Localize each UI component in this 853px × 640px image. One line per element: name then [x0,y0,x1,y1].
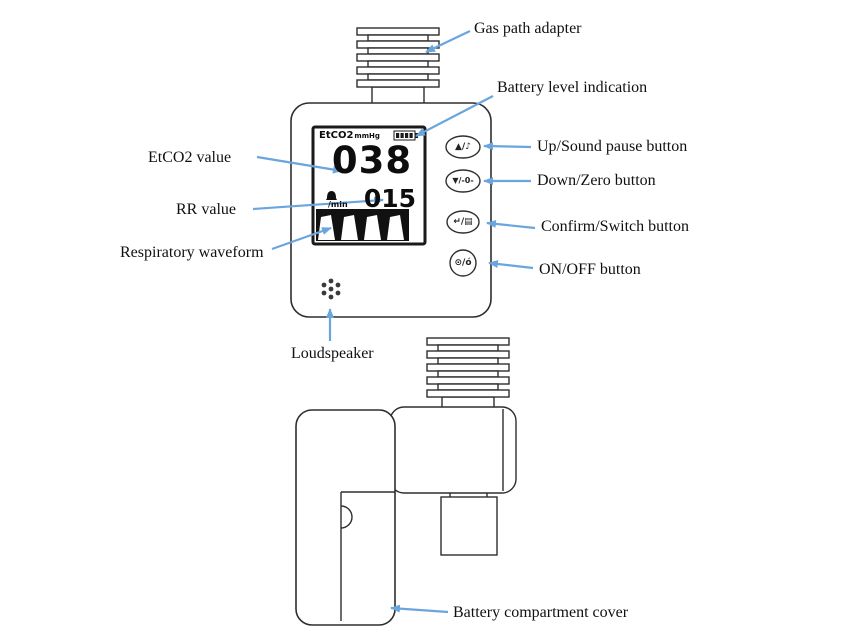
arrow-gas-path-adapter [425,30,471,53]
label-rr-value: RR value [176,201,236,218]
etco2-unit-text: mmHg [354,132,380,140]
label-onoff-button: ON/OFF button [539,261,641,278]
arrow-rr-value [252,196,384,211]
on-off-button [449,249,477,277]
label-loudspeaker: Loudspeaker [291,345,374,362]
label-etco2-value: EtCO2 value [148,149,232,166]
arrow-confirm-button [486,219,536,230]
label-battery-level: Battery level indication [497,79,648,96]
rr-bell-icon [326,191,337,200]
cover-seams [340,491,395,621]
front-device [290,27,492,318]
confirm-switch-button [446,210,480,234]
up-sound-pause-glyph: ▲/♪ [455,142,471,152]
up-sound-pause-button [445,135,481,159]
confirm-switch-glyph: ↵/▤ [453,217,473,227]
etco2-label-text: EtCO2 [319,130,354,141]
respiratory-waveform-graphic [316,209,409,241]
battery-compartment-cover-body [295,409,396,626]
down-zero-button [445,169,481,193]
label-battery-cover: Battery compartment cover [453,604,629,621]
arrow-respiratory-waveform [271,226,332,251]
on-off-glyph: ⊙/ó [454,258,472,268]
arrow-battery-cover [390,604,449,614]
arrow-onoff-button [488,260,534,270]
outlet-port [440,496,498,556]
loudspeaker-dots [321,278,341,300]
label-gas-path-adapter: Gas path adapter [474,20,582,37]
label-respiratory-waveform: Respiratory waveform [120,244,264,261]
callout-arrows [252,30,536,614]
arrow-battery-level [415,95,494,137]
etco2-reading: 038 [331,139,413,182]
screen-parameter-label: EtCO2mmHg [319,131,380,141]
label-down-button: Down/Zero button [537,172,656,189]
arrow-etco2-value [256,155,343,174]
arrow-up-button [483,142,532,151]
adapter-mount-block [389,406,517,494]
rr-reading: 015 [363,184,416,213]
label-confirm-button: Confirm/Switch button [541,218,689,235]
label-up-button: Up/Sound pause button [537,138,688,155]
down-zero-glyph: ▼/-0- [452,176,474,185]
side-device [295,337,517,626]
front-buttons [445,135,481,277]
rr-unit-text: /min [328,200,348,209]
battery-icon [393,130,418,141]
gas-path-adapter-front-icon [356,27,440,108]
gas-path-adapter-side-icon [426,337,510,414]
